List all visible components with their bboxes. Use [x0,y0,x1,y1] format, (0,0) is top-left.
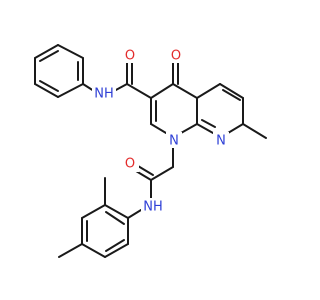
bond [34,44,59,59]
nh-atom-bottom: NH [143,200,163,215]
bond-double [39,50,59,62]
bond-double [105,239,125,252]
oxygen-atom-bottom-amide: O [125,157,135,172]
bond-double [137,165,154,176]
molecule-diagram: O O NH N N O NH [34,44,267,258]
atom-label-layer: O O NH N N O NH [92,49,229,215]
nitrogen-atom-ring: N [169,134,179,149]
bond [196,123,214,134]
nitrogen-atom-pyridine: N [216,134,226,149]
bond [196,83,221,99]
bond [150,123,167,134]
oxygen-atom-top-amide: O [125,49,135,64]
structure-canvas: O O NH N N O NH [34,44,267,258]
bond [242,123,267,139]
bond-double [39,80,59,92]
oxygen-atom-ketone: O [171,49,181,64]
bond [127,209,142,219]
bond [58,243,83,258]
bond [126,83,152,99]
bond [135,170,152,181]
bond-double [105,211,125,225]
bond [81,204,106,219]
bond [180,123,198,134]
bond-layer [34,44,267,258]
bond-double [222,89,241,101]
bond-double [201,119,216,128]
bond [150,166,174,181]
nh-atom-top: NH [94,87,114,102]
bond [113,83,128,92]
bond [104,204,129,219]
bond [104,243,129,258]
bond [34,83,59,98]
bond [81,243,106,258]
bond [57,83,84,98]
bond [57,44,84,59]
bond [150,83,174,99]
bond [172,83,198,99]
bond [227,123,244,134]
bond [219,83,244,99]
